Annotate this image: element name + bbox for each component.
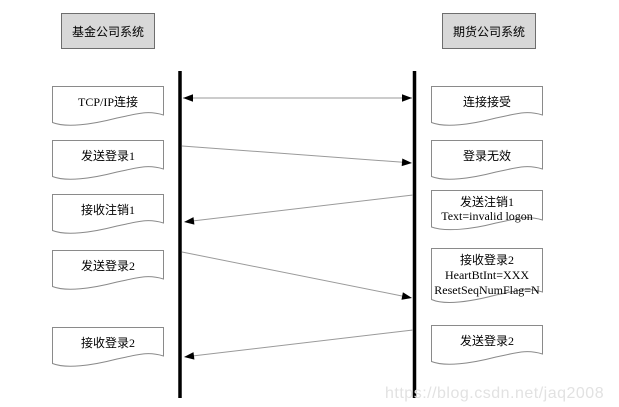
doc-label: 连接接受 <box>431 86 543 109</box>
document-shape <box>431 140 543 180</box>
actor-label: 期货公司系统 <box>452 24 525 39</box>
document-shape <box>431 190 543 231</box>
doc-line: 接收登录2 <box>80 336 135 350</box>
doc-label: 接收注销1 <box>52 194 164 217</box>
document-shape <box>52 140 164 180</box>
doc-label: 接收登录2 HeartBtInt=XXX ResetSeqNumFlag=N <box>431 248 543 298</box>
doc-line: 发送登录2 <box>459 334 514 348</box>
actor-futures-company: 期货公司系统 <box>442 13 536 49</box>
document-shape <box>431 248 543 303</box>
message-arrow-login2-reply <box>184 329 414 360</box>
doc-left-receive-login2: 接收登录2 <box>52 327 164 367</box>
doc-label: 接收登录2 <box>52 327 164 350</box>
actor-fund-company: 基金公司系统 <box>61 13 155 49</box>
doc-line: 连接接受 <box>462 95 511 109</box>
doc-line: 接收登录2 <box>459 253 514 267</box>
doc-left-tcp-connect: TCP/IP连接 <box>52 86 164 126</box>
message-arrow-login2 <box>181 251 412 300</box>
doc-right-login-invalid: 登录无效 <box>431 140 543 180</box>
doc-label: 发送登录2 <box>431 325 543 348</box>
doc-left-send-login2: 发送登录2 <box>52 250 164 290</box>
doc-right-send-login2: 发送登录2 <box>431 325 543 365</box>
doc-label: 发送登录1 <box>52 140 164 163</box>
doc-left-send-login1: 发送登录1 <box>52 140 164 180</box>
doc-line: 发送登录1 <box>80 149 135 163</box>
doc-line: ResetSeqNumFlag=N <box>434 283 540 297</box>
doc-line: 发送登录2 <box>80 259 135 273</box>
document-shape <box>52 327 164 367</box>
doc-label: 登录无效 <box>431 140 543 163</box>
doc-right-send-logout1: 发送注销1 Text=invalid logon <box>431 190 543 231</box>
doc-line: HeartBtInt=XXX <box>444 268 530 282</box>
doc-right-receive-login2: 接收登录2 HeartBtInt=XXX ResetSeqNumFlag=N <box>431 248 543 303</box>
actor-label: 基金公司系统 <box>71 24 144 39</box>
message-arrow-login1 <box>181 145 412 167</box>
message-arrow-logout1 <box>184 194 414 225</box>
document-shape <box>52 194 164 234</box>
message-arrow-tcp-connection <box>183 94 412 102</box>
document-shape <box>52 86 164 126</box>
document-shape <box>431 86 543 126</box>
doc-right-connection-accepted: 连接接受 <box>431 86 543 126</box>
doc-line: Text=invalid logon <box>441 209 533 223</box>
doc-line: TCP/IP连接 <box>77 95 138 109</box>
doc-left-receive-logout1: 接收注销1 <box>52 194 164 234</box>
doc-label: 发送登录2 <box>52 250 164 273</box>
document-shape <box>431 325 543 365</box>
csdn-watermark: https://blog.csdn.net/jaq2008 <box>385 385 605 402</box>
doc-label: 发送注销1 Text=invalid logon <box>431 190 543 223</box>
doc-line: 登录无效 <box>462 149 511 163</box>
doc-label: TCP/IP连接 <box>52 86 164 109</box>
doc-line: 接收注销1 <box>80 203 135 217</box>
document-shape <box>52 250 164 290</box>
doc-line: 发送注销1 <box>459 195 514 209</box>
